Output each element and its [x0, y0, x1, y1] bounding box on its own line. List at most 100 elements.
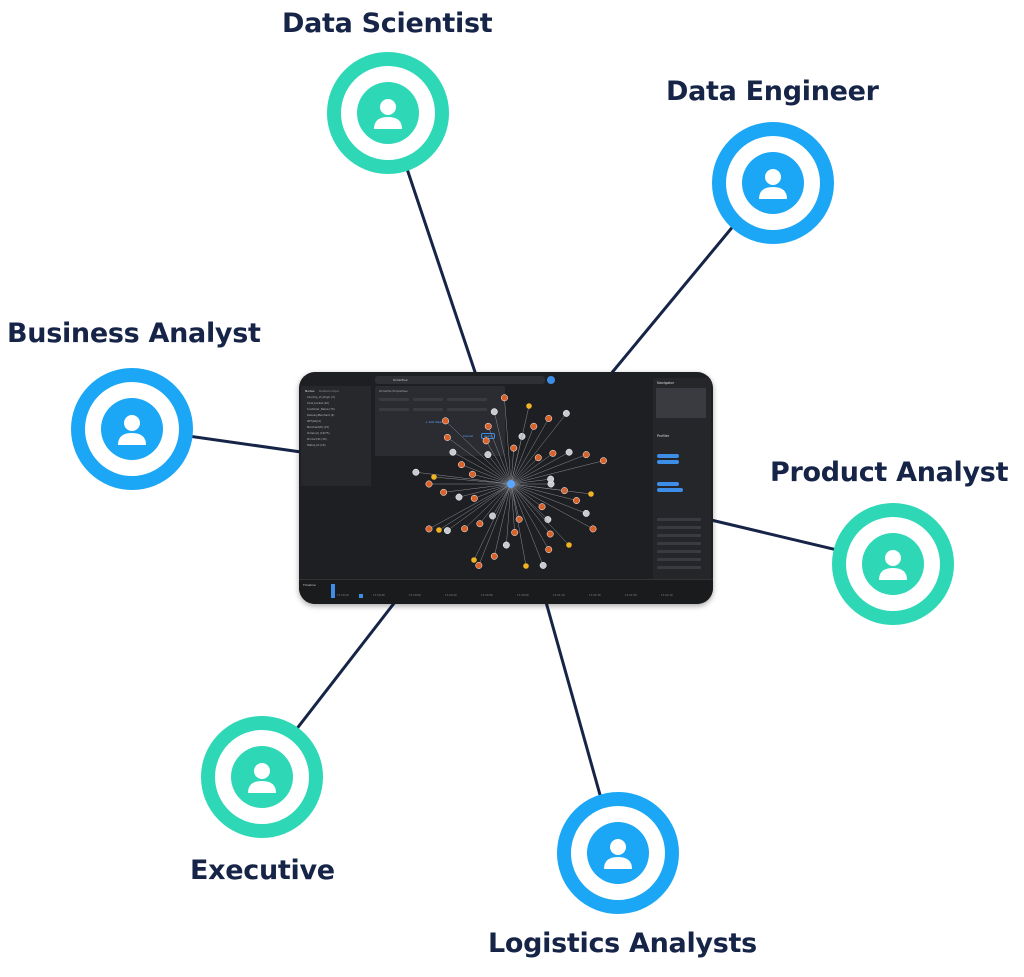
graph-hub-node — [588, 491, 594, 497]
user-icon — [759, 169, 787, 199]
graph-edge — [510, 483, 551, 535]
timeline-tick: 17:21:10 — [553, 594, 565, 597]
graph-node — [599, 457, 607, 465]
graph-edge — [492, 483, 512, 517]
avatar-data-engineer — [712, 122, 834, 244]
graph-node — [469, 470, 476, 478]
role-label-data-engineer: Data Engineer — [666, 76, 879, 107]
graph-edge — [461, 464, 512, 485]
graph-node — [539, 561, 547, 569]
graph-node — [549, 449, 557, 457]
graph-node — [547, 475, 555, 483]
timeline-tick: 17:19:50 — [409, 594, 421, 597]
node-type-item: Customer_Name (70) — [307, 408, 335, 411]
graph-hub-node — [523, 563, 529, 569]
graph-edge — [445, 420, 512, 485]
node-type-item: Status_ID (10) — [307, 444, 326, 447]
timeline-tick: 17:22:10 — [661, 594, 673, 597]
user-icon — [248, 763, 276, 793]
graph-node — [425, 525, 433, 533]
graph-edge — [510, 483, 543, 507]
graph-edge — [510, 483, 570, 546]
graph-edge — [452, 451, 512, 485]
graph-node — [443, 527, 451, 535]
graph-node — [490, 552, 498, 560]
graph-node — [573, 497, 580, 504]
graph-node — [538, 503, 546, 511]
graph-hub-node — [431, 474, 437, 480]
timeline-tick: 17:21:30 — [589, 594, 601, 597]
graph-edge — [487, 454, 512, 485]
role-label-data-scientist: Data Scientist — [282, 8, 493, 39]
graph-node — [530, 422, 538, 430]
graph-node — [412, 468, 420, 476]
graph-edge — [438, 483, 512, 531]
graph-edge — [510, 418, 549, 485]
graph-edge — [510, 460, 604, 485]
graph-hub-node — [436, 527, 442, 533]
graph-node — [482, 437, 490, 445]
user-icon — [374, 99, 402, 129]
node-type-item: Orders(c) (10/75) — [307, 432, 330, 435]
graph-edge — [510, 483, 520, 520]
node-type-item: Product ID (10) — [307, 438, 327, 441]
role-label-logistics-analysts: Logistics Analysts — [488, 928, 757, 959]
graph-canvas — [412, 394, 607, 569]
graph-edge — [433, 476, 512, 485]
graph-edge — [494, 411, 512, 485]
graph-node — [545, 415, 553, 422]
graph-edge — [510, 483, 527, 567]
graph-edge — [510, 483, 594, 530]
filter-title: OrderNo Properties — [379, 389, 408, 393]
role-label-executive: Executive — [190, 855, 335, 886]
graph-edge — [510, 454, 587, 485]
graph-node — [461, 525, 469, 533]
role-label-business-analyst: Business Analyst — [7, 318, 261, 349]
graph-edge — [510, 405, 530, 485]
graph-hub-node — [566, 542, 572, 548]
graph-edge — [487, 426, 512, 485]
graph-edge — [447, 437, 512, 485]
graph-edge — [447, 483, 512, 531]
graph-node — [470, 494, 478, 502]
node-type-item: DeliveryMerchant (4) — [307, 414, 335, 417]
graph-edge — [428, 483, 512, 530]
graph-node — [484, 451, 492, 459]
graph-node — [565, 448, 573, 456]
graph-node — [582, 451, 590, 459]
graph-node — [544, 516, 552, 523]
avatar-product-analyst — [832, 503, 954, 625]
graph-node — [425, 480, 433, 488]
graph-edge — [510, 483, 549, 520]
role-label-product-analyst: Product Analyst — [770, 457, 1009, 488]
app-screenshot: Nodes Relationships Country_of_Origin (3… — [299, 372, 713, 604]
graph-node — [546, 530, 554, 538]
timeline-tick: 17:20:50 — [517, 594, 529, 597]
graph-edge — [479, 483, 512, 524]
graph-edge — [474, 483, 512, 499]
navigator-label: Navigator — [657, 381, 675, 385]
graph-node — [502, 541, 510, 549]
graph-center-node — [507, 480, 515, 488]
graph-edge — [494, 483, 512, 557]
graph-edge — [458, 483, 512, 498]
tab-nodes: Nodes — [305, 389, 315, 393]
graph-edge — [504, 397, 512, 485]
navigator-minimap — [656, 388, 706, 418]
timeline-tick: 17:20:30 — [481, 594, 493, 597]
graph-node — [589, 525, 597, 533]
graph-edge — [510, 483, 544, 566]
node-type-item: Merchant(8) (15) — [307, 426, 329, 429]
graph-edge — [510, 483, 577, 501]
graph-node — [476, 520, 484, 528]
graph-node — [455, 493, 463, 501]
graph-edge — [510, 448, 514, 485]
graph-edge — [485, 440, 512, 485]
graph-edge — [510, 483, 549, 550]
graph-edge — [510, 413, 567, 485]
graph-edge — [415, 471, 512, 485]
avatar-business-analyst — [71, 368, 193, 490]
profiler-label: Profiler — [657, 434, 670, 438]
timeline-label: Timeline — [303, 583, 316, 587]
